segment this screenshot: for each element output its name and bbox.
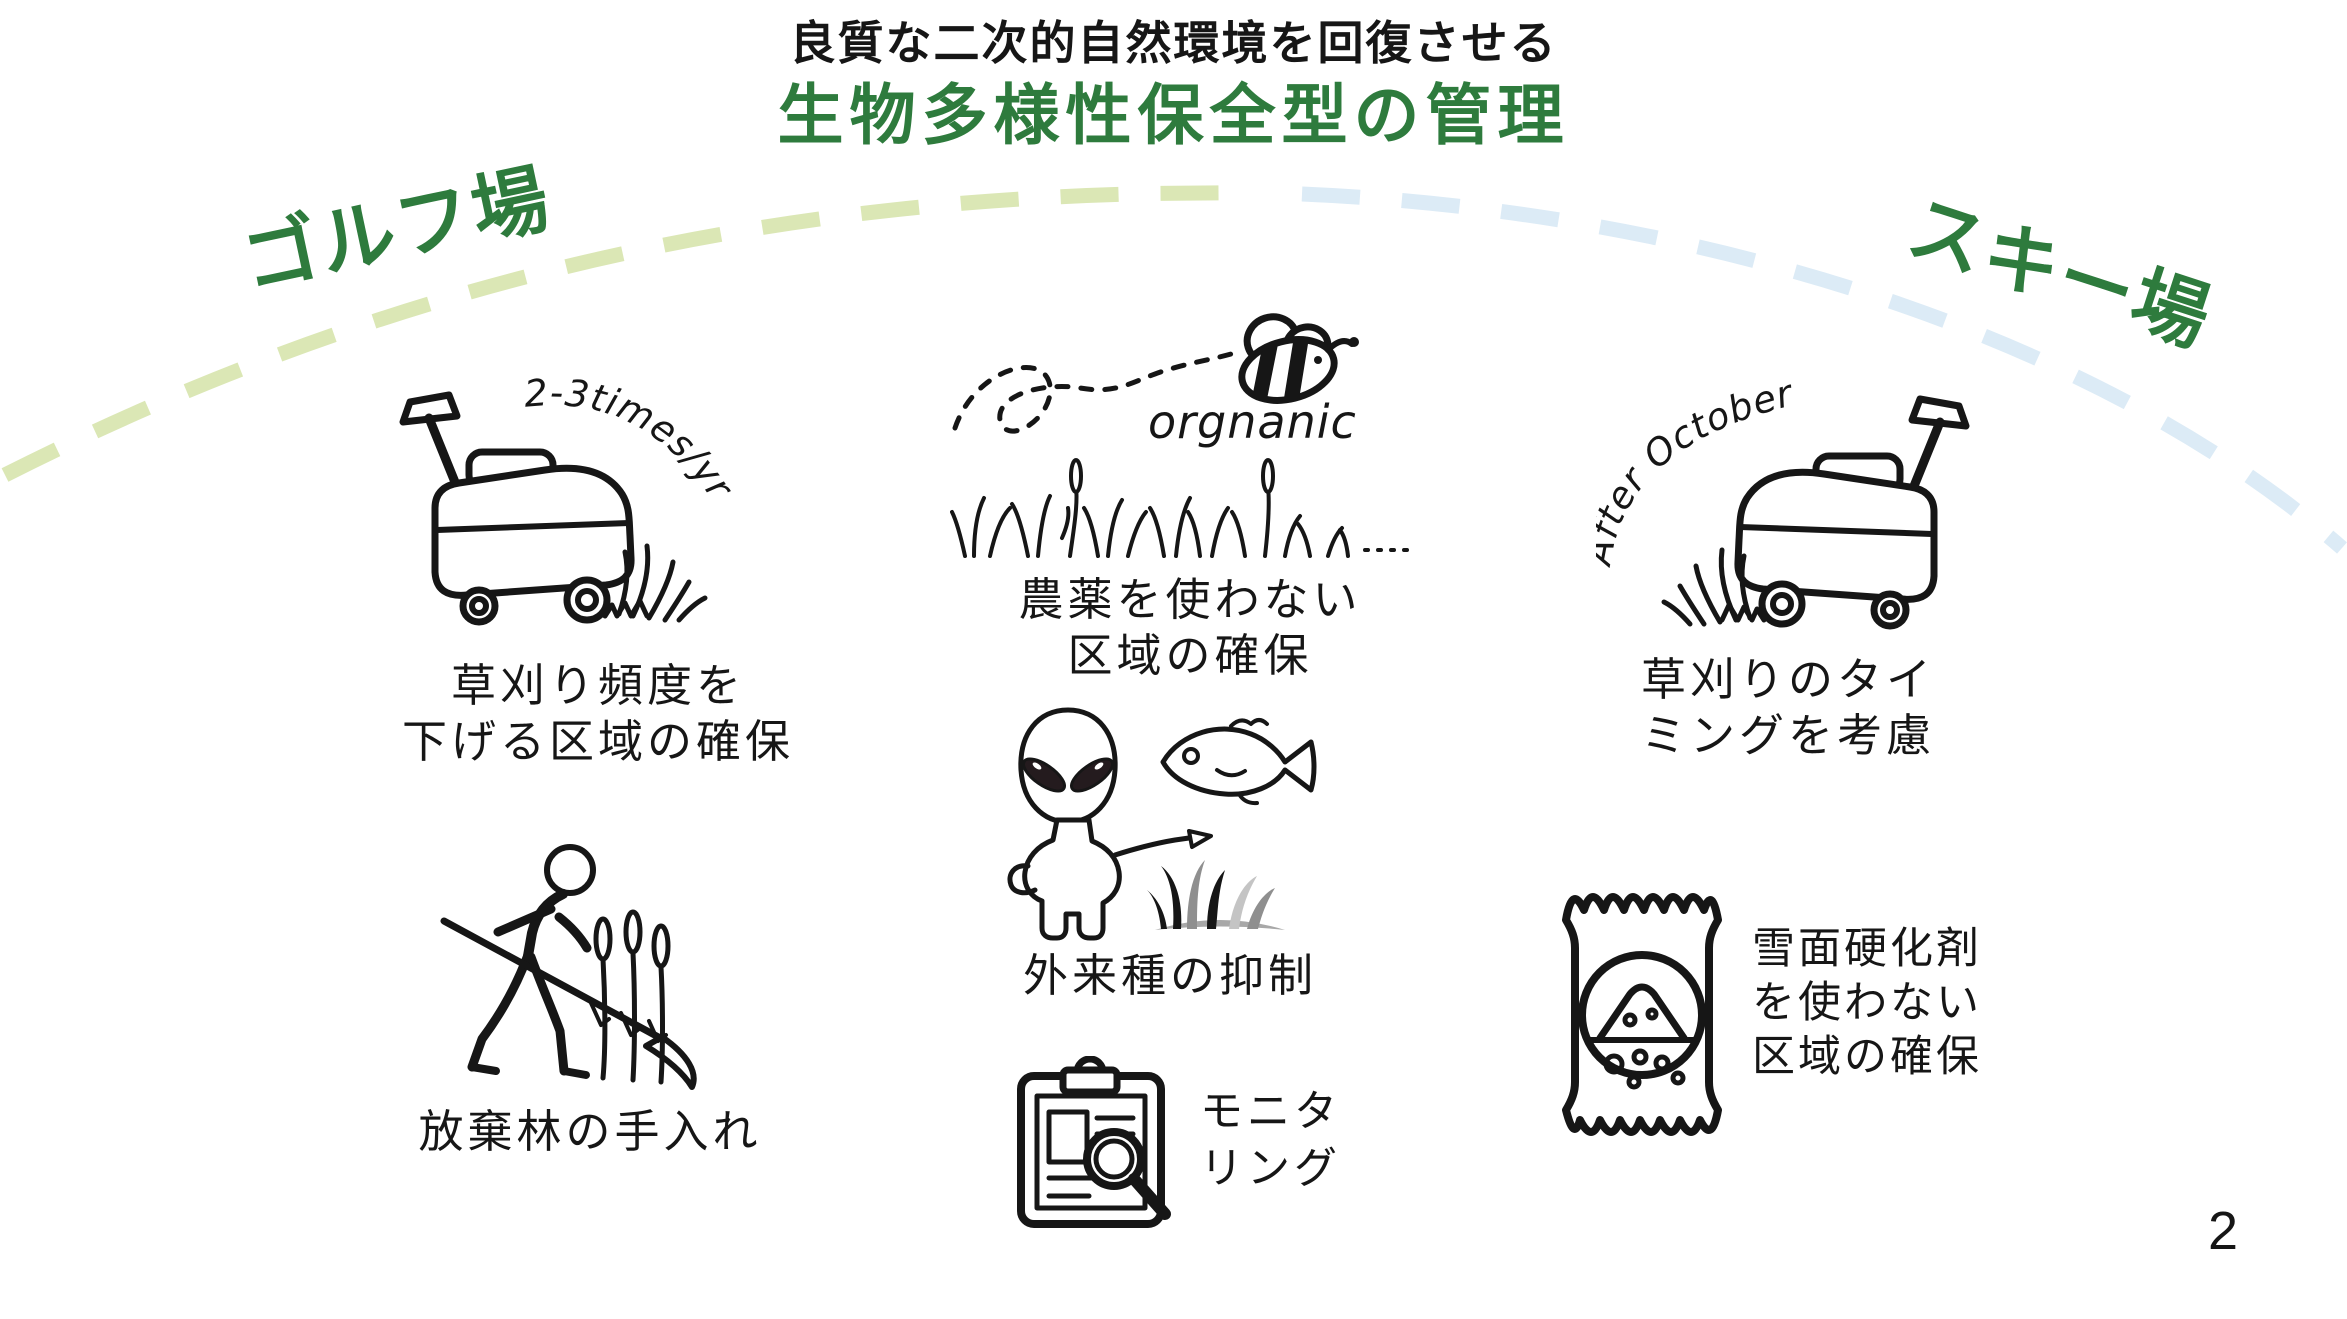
caption-line: 外来種の抑制	[1022, 950, 1317, 1001]
caption-line: リング	[1200, 1145, 1341, 1193]
invasive-species-caption: 外来種の抑制	[965, 948, 1375, 1004]
monitoring-caption: モニタ リング	[1200, 1084, 1420, 1198]
mow-frequency-caption: 草刈り頻度を 下げる区域の確保	[378, 658, 818, 770]
fish-icon	[1160, 718, 1317, 806]
clipboard-magnifier-icon	[1017, 1056, 1171, 1228]
title-subtitle: 良質な二次的自然環境を回復させる	[789, 17, 1558, 69]
caption-line: 放棄林の手入れ	[418, 1106, 762, 1157]
golf-arc-dashed	[1, 185, 1243, 482]
page-number: 2	[2207, 1201, 2239, 1261]
caption-line: 区域の確保	[1067, 630, 1313, 681]
alien-icon	[1007, 707, 1213, 941]
grass-tuft	[602, 543, 708, 623]
header-arcs	[1, 185, 2347, 554]
no-snow-hardener-caption: 雪面硬化剤 を使わない 区域の確保	[1752, 922, 2082, 1084]
lawn-mower-mirrored-icon: After October	[1596, 372, 1970, 630]
person-scythe-icon	[440, 844, 697, 1090]
title-main: 生物多様性保全型の管理	[777, 78, 1570, 152]
caption-line: 農薬を使わない	[1018, 574, 1362, 625]
hardener-bag-icon	[1562, 893, 1722, 1136]
mow-timing-caption: 草刈りのタイ ミングを考慮	[1628, 652, 1948, 764]
organic-note: orgnanic	[1148, 395, 1357, 449]
caption-line: 草刈りのタイ	[1640, 654, 1935, 705]
caption-line: モニタ	[1200, 1088, 1341, 1136]
ski-arc-dashed	[1301, 186, 2347, 554]
caption-line: ミングを考慮	[1640, 710, 1935, 761]
alien-fish-icon	[1007, 707, 1317, 941]
cattail-reeds	[589, 909, 671, 1085]
abandoned-forest-caption: 放棄林の手入れ	[390, 1104, 790, 1160]
caption-line: 下げる区域の確保	[401, 716, 794, 767]
caption-line: 草刈り頻度を	[450, 660, 745, 711]
lawn-mower-icon: 2-3times/yr	[399, 371, 741, 626]
caption-line: を使わない	[1752, 979, 1982, 1027]
invasive-grass-icon	[1147, 860, 1285, 930]
no-pesticide-caption: 農薬を使わない 区域の確保	[990, 572, 1390, 684]
grass-row	[950, 458, 1417, 558]
caption-line: 区域の確保	[1752, 1033, 1982, 1081]
bee-organic-icon: orgnanic	[950, 313, 1417, 558]
bee-icon	[1238, 313, 1359, 407]
caption-line: 雪面硬化剤	[1752, 925, 1982, 973]
